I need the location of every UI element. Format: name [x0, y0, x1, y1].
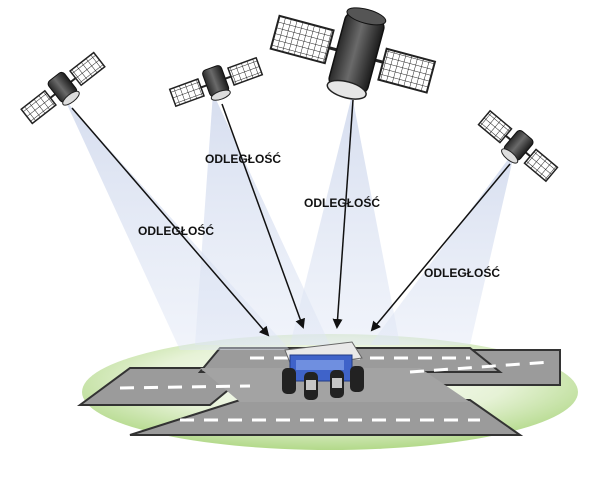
satellite-1-icon — [20, 51, 106, 125]
arrow-2 — [221, 103, 305, 329]
distance-label-4: ODLEGŁOŚĆ — [424, 265, 500, 280]
distance-label-2: ODLEGŁOŚĆ — [205, 151, 281, 166]
satellite-4-icon — [477, 109, 559, 183]
arrow-3 — [332, 99, 354, 329]
satellite-3-icon — [269, 7, 437, 100]
satellite-2-icon — [168, 56, 264, 108]
arrow-1 — [71, 107, 270, 337]
signal-beams — [65, 93, 515, 350]
arrow-4 — [370, 163, 511, 332]
rover-icon — [282, 341, 364, 400]
distance-arrows — [71, 99, 511, 337]
distance-label-1: ODLEGŁOŚĆ — [138, 223, 214, 238]
distance-label-3: ODLEGŁOŚĆ — [304, 195, 380, 210]
